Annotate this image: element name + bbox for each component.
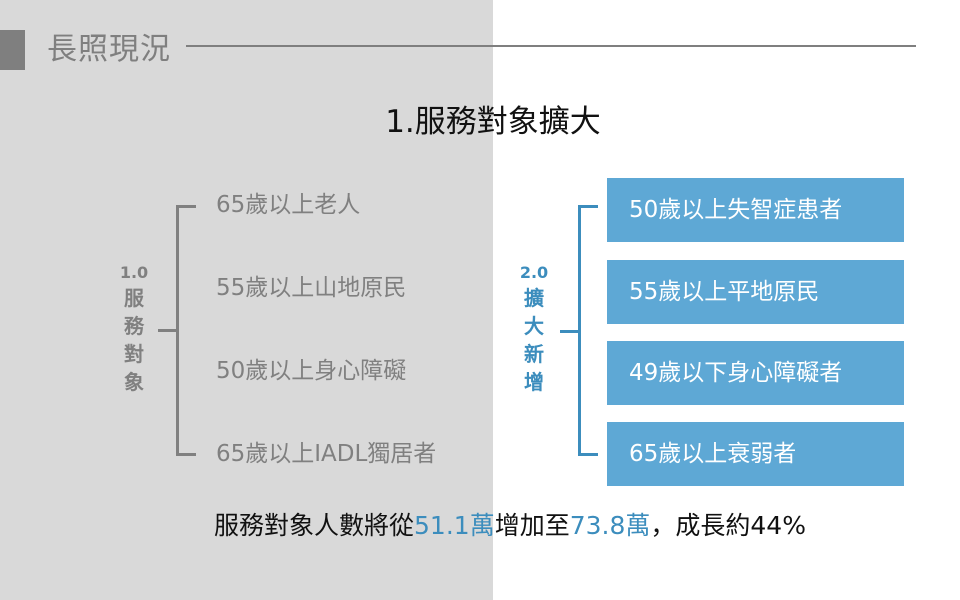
header-divider bbox=[186, 45, 916, 47]
left-background-panel bbox=[0, 0, 493, 600]
summary-statement: 服務對象人數將從51.1萬增加至73.8萬，成長約44% bbox=[0, 508, 960, 544]
old-version-label: 1.0 服 務 對 象 bbox=[118, 262, 150, 396]
old-bracket-tick bbox=[176, 453, 196, 456]
new-bracket-stem bbox=[560, 330, 580, 333]
new-target-box: 65歲以上衰弱者 bbox=[607, 422, 904, 486]
old-label-char: 服 bbox=[124, 286, 144, 310]
new-label-char: 大 bbox=[524, 314, 544, 338]
new-label-char: 擴 bbox=[524, 286, 544, 310]
old-label-char: 對 bbox=[124, 342, 144, 366]
old-target-item: 55歲以上山地原民 bbox=[216, 275, 407, 301]
old-bracket-stem bbox=[158, 329, 178, 332]
new-version-label: 2.0 擴 大 新 增 bbox=[518, 262, 550, 396]
old-target-item: 50歲以上身心障礙 bbox=[216, 358, 407, 384]
new-label-char: 新 bbox=[524, 342, 544, 366]
new-label-char: 增 bbox=[524, 370, 544, 394]
slide-subtitle: 1.服務對象擴大 bbox=[385, 104, 601, 140]
old-bracket-tick bbox=[176, 205, 196, 208]
section-title: 長照現況 bbox=[47, 32, 171, 67]
summary-from-value: 51.1萬 bbox=[414, 511, 495, 540]
summary-prefix: 服務對象人數將從 bbox=[214, 511, 415, 540]
new-bracket-tick bbox=[578, 205, 598, 208]
old-label-char: 象 bbox=[124, 370, 144, 394]
old-version-number: 1.0 bbox=[119, 263, 149, 282]
old-target-item: 65歲以上老人 bbox=[216, 192, 361, 218]
new-version-number: 2.0 bbox=[519, 263, 549, 282]
new-target-box: 50歲以上失智症患者 bbox=[607, 178, 904, 242]
summary-middle: 增加至 bbox=[494, 511, 570, 540]
summary-to-value: 73.8萬 bbox=[569, 511, 651, 540]
old-bracket-spine bbox=[176, 205, 179, 456]
old-target-item: 65歲以上IADL獨居者 bbox=[216, 441, 437, 467]
new-target-box: 55歲以上平地原民 bbox=[607, 260, 904, 324]
new-target-box: 49歲以下身心障礙者 bbox=[607, 341, 904, 405]
new-bracket-spine bbox=[578, 205, 581, 456]
new-bracket-tick bbox=[578, 453, 598, 456]
summary-suffix: ，成長約44% bbox=[650, 511, 806, 540]
old-label-char: 務 bbox=[124, 314, 144, 338]
header-accent-block bbox=[0, 30, 25, 70]
